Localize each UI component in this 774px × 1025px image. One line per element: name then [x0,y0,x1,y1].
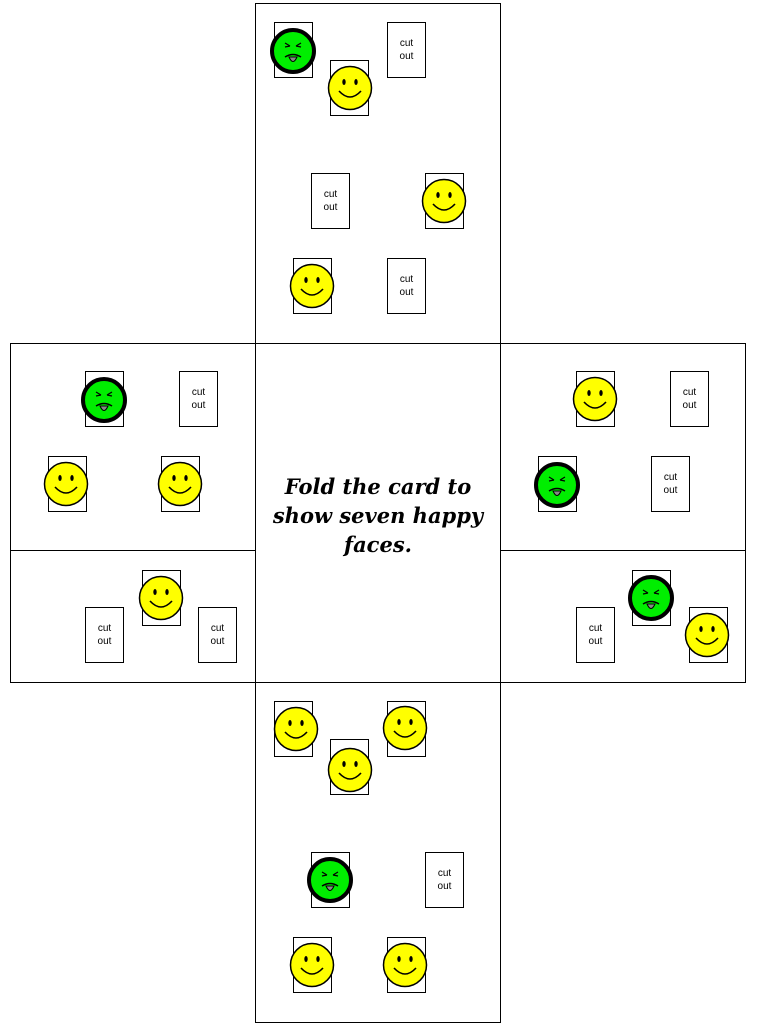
cutout-box: cut out [651,456,690,512]
cutout-box: cut out [387,258,426,314]
happy-face-icon [273,706,319,752]
cutout-box: cut out [198,607,237,663]
cutout-box: cut out [576,607,615,663]
right-fold-line [500,550,746,551]
happy-face-icon [382,705,428,751]
cutout-box: cut out [85,607,124,663]
happy-face-icon [572,376,618,422]
happy-face-icon [289,263,335,309]
cutout-box: cut out [425,852,464,908]
cutout-box: cut out [311,173,350,229]
sick-face-icon [307,857,353,903]
cutout-box: cut out [670,371,709,427]
happy-face-icon [382,942,428,988]
happy-face-icon [421,178,467,224]
sick-face-icon [628,575,674,621]
happy-face-icon [43,461,89,507]
center-message: Fold the card to show seven happy faces. [272,474,484,557]
happy-face-icon [157,461,203,507]
happy-face-icon [327,65,373,111]
happy-face-icon [684,612,730,658]
sick-face-icon [534,462,580,508]
sick-face-icon [81,377,127,423]
left-fold-line [10,550,256,551]
happy-face-icon [138,575,184,621]
happy-face-icon [327,747,373,793]
cutout-box: cut out [179,371,218,427]
happy-face-icon [289,942,335,988]
sick-face-icon [270,28,316,74]
cutout-box: cut out [387,22,426,78]
